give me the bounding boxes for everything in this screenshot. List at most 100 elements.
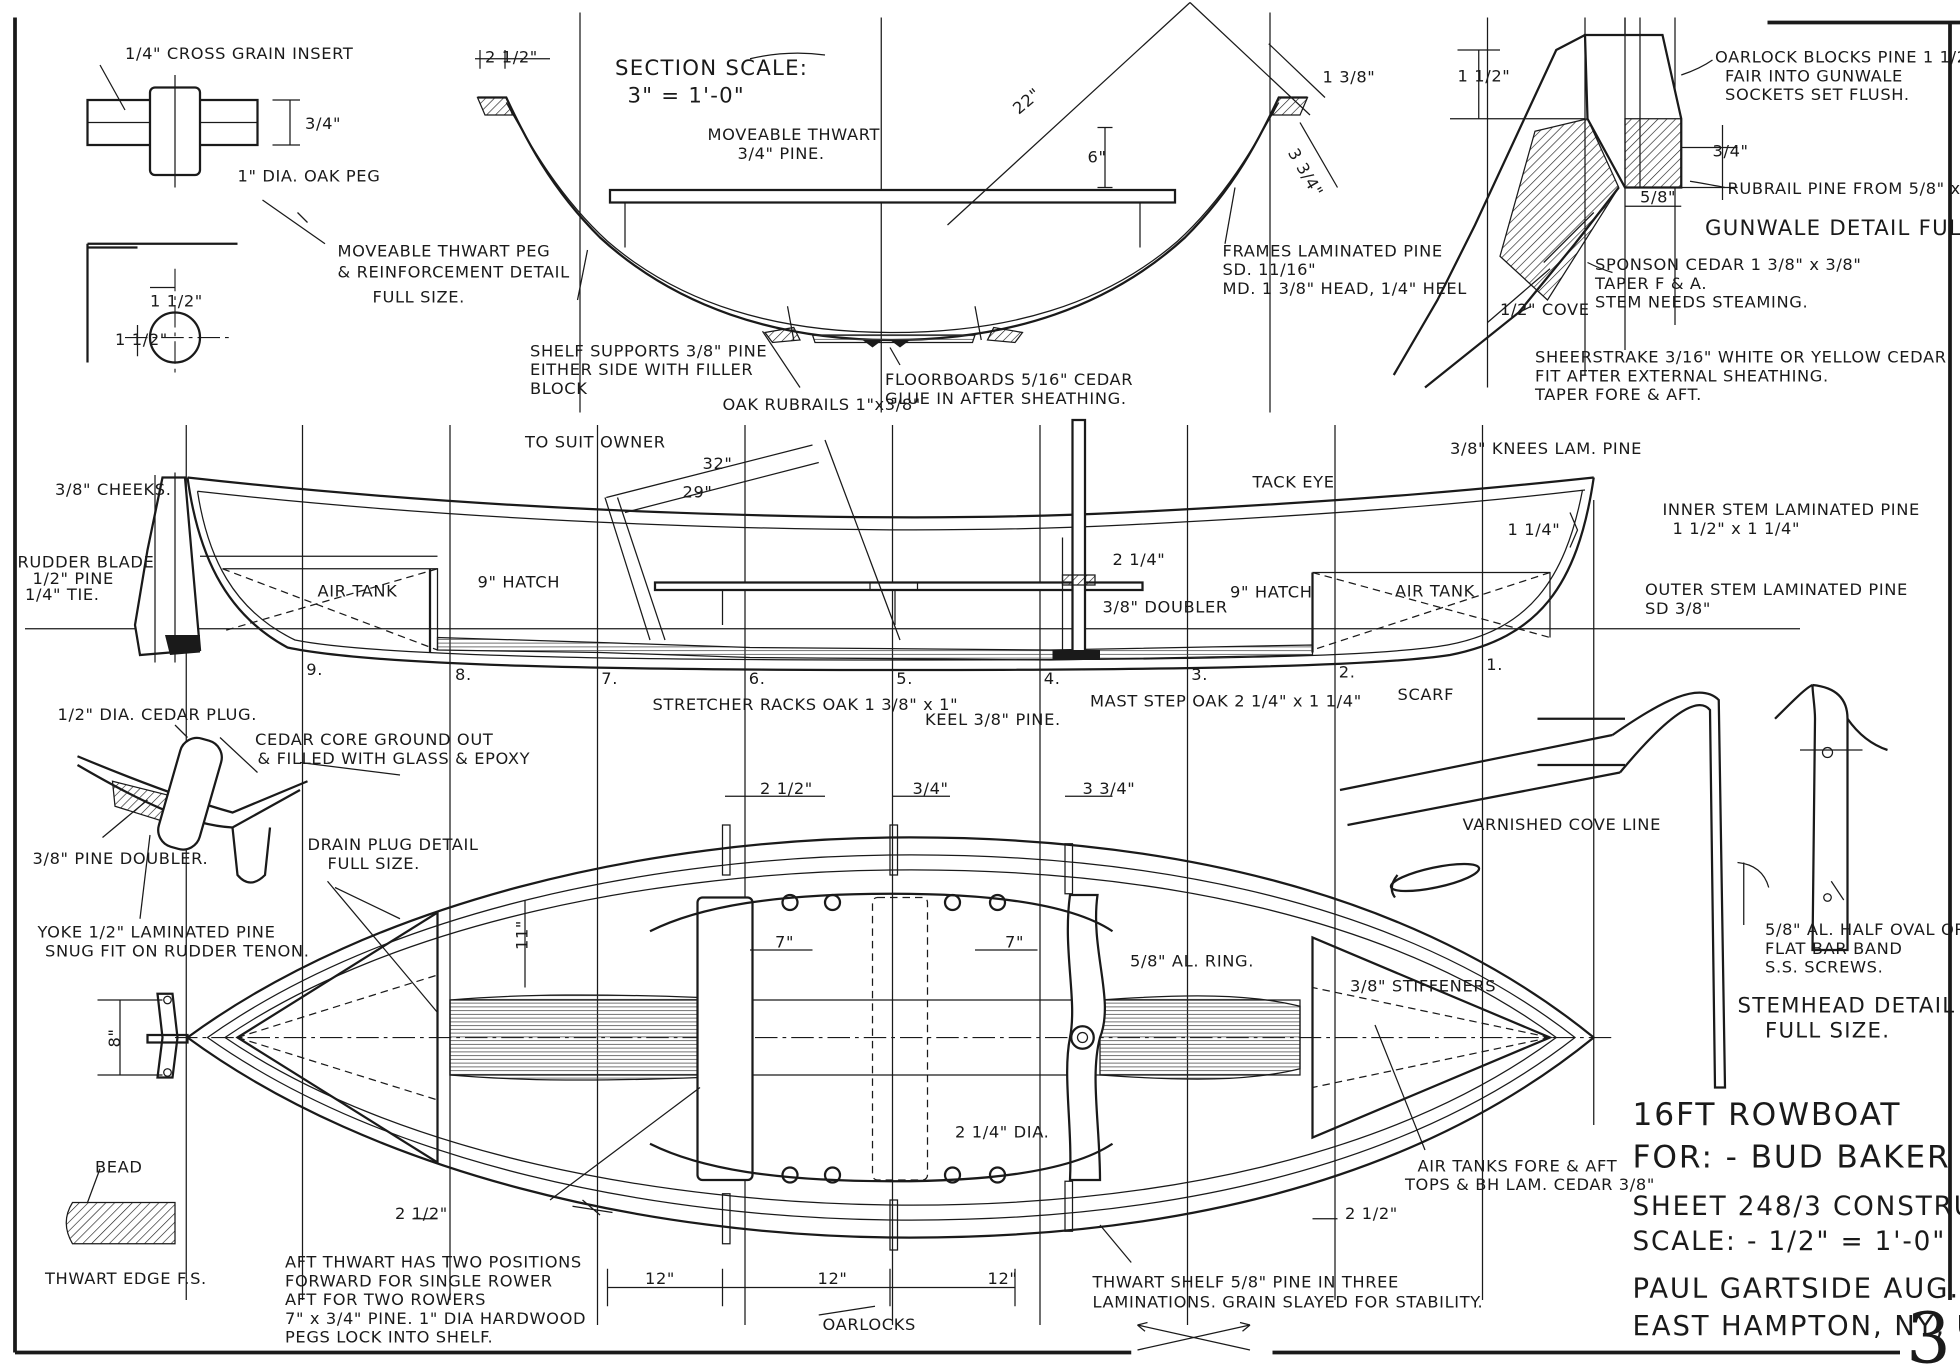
sheerstrake-label-1: SHEERSTRAKE 3/16" WHITE OR YELLOW CEDAR — [1535, 348, 1947, 367]
outer-stem-label-1: OUTER STEM LAMINATED PINE — [1645, 580, 1908, 599]
plan-dim-2-1-2-b: 2 1/2" — [395, 1204, 448, 1223]
band-label-1: 5/8" AL. HALF OVAL OR — [1765, 920, 1960, 939]
cross-grain-insert-label: 1/4" CROSS GRAIN INSERT — [125, 44, 353, 63]
drain-plug-title-2: FULL SIZE. — [328, 854, 420, 873]
designer-line: PAUL GARTSIDE AUG. 2020 — [1633, 1273, 1960, 1305]
moveable-thwart-label: MOVEABLE THWART — [708, 125, 881, 144]
station-7: 7. — [601, 669, 618, 688]
dim-32: 32" — [703, 454, 733, 473]
dim-2-1-4: 2 1/4" — [1113, 550, 1166, 569]
shelf-supports-label-2: EITHER SIDE WITH FILLER — [530, 360, 753, 379]
plan-dim-12-a: 12" — [645, 1269, 675, 1288]
hull-section-outer — [477, 96, 1308, 342]
floorboards-plan — [449, 994, 701, 1081]
air-tanks-label-1: AIR TANKS FORE & AFT — [1418, 1156, 1618, 1175]
outer-stem-label-2: SD 3/8" — [1645, 599, 1711, 618]
aft-thwart-label-5: PEGS LOCK INTO SHELF. — [285, 1328, 493, 1347]
frames-label-2: SD. 11/16" — [1223, 260, 1317, 279]
thwart-shelf-label-1: THWART SHELF 5/8" PINE IN THREE — [1092, 1273, 1399, 1292]
section-scale-value: 3" = 1'-0" — [628, 84, 745, 109]
peg-detail-title-2: & REINFORCEMENT DETAIL — [338, 263, 570, 282]
station-6: 6. — [749, 669, 766, 688]
plan-dim-11: 11" — [513, 920, 532, 950]
station-3: 3. — [1191, 665, 1208, 684]
shelf-supports-label-3: BLOCK — [530, 379, 588, 398]
sponson-label-3: STEM NEEDS STEAMING. — [1595, 293, 1808, 312]
section-dim-six: 6" — [1088, 148, 1107, 167]
stiffeners-label: 3/8" STIFFENERS — [1350, 976, 1496, 995]
thwart-edge-detail — [65, 1168, 176, 1245]
oarlock-blocks-label-2: FAIR INTO GUNWALE — [1725, 66, 1903, 85]
gunwale-detail — [1392, 17, 1738, 389]
to-suit-owner-label: TO SUIT OWNER — [524, 433, 666, 452]
cove-label: 1/2" COVE — [1500, 300, 1590, 319]
plan-dim-3-4: 3/4" — [913, 779, 949, 798]
sheet-number: 3 — [1906, 1298, 1951, 1370]
rudder-blade-label-1: RUDDER BLADE — [18, 553, 155, 572]
plan-dim-12-b: 12" — [818, 1269, 848, 1288]
scale-line: SCALE: - 1/2" = 1'-0" — [1633, 1227, 1947, 1257]
inner-stem-label-2: 1 1/2" x 1 1/4" — [1673, 519, 1801, 538]
thwart-edge-label: THWART EDGE F.S. — [44, 1269, 207, 1288]
gunwale-dim-a: 1 1/2" — [1458, 66, 1511, 85]
sponson-label-1: SPONSON CEDAR 1 3/8" x 3/8" — [1595, 255, 1861, 274]
hull-section-inner — [505, 102, 1280, 334]
band-label-3: S.S. SCREWS. — [1765, 958, 1883, 977]
aft-thwart-label-3: AFT FOR TWO ROWERS — [285, 1290, 486, 1309]
gunwale-dim-c: 5/8" — [1640, 188, 1676, 207]
dim-1-1-4: 1 1/4" — [1508, 520, 1561, 539]
sheet-border — [13, 17, 1960, 1355]
varnished-cove-label: VARNISHED COVE LINE — [1463, 815, 1661, 834]
gunwale-dim-b: 3/4" — [1713, 141, 1749, 160]
plan-view — [175, 795, 1613, 1316]
rudder-blade — [133, 476, 202, 657]
title-block: 16FT ROWBOAT FOR: - BUD BAKER SHEET 248/… — [1633, 1097, 1960, 1370]
tack-eye-label: TACK EYE — [1252, 473, 1335, 492]
aft-hatch-label: 9" HATCH — [478, 573, 561, 592]
plan-dim-12-c: 12" — [988, 1269, 1018, 1288]
rudder-yoke — [97, 992, 189, 1079]
fwd-thwart-plan — [1066, 893, 1107, 1182]
plan-dim-2-1-2-a: 2 1/2" — [760, 779, 813, 798]
section-dim-top-left: 2 1/2" — [485, 48, 538, 67]
forward-air-tank-label: AIR TANK — [1395, 581, 1475, 600]
stretcher-racks-label: STRETCHER RACKS OAK 1 3/8" x 1" — [653, 695, 959, 714]
peg-detail-title-3: FULL SIZE. — [373, 288, 465, 307]
ring-label: 5/8" AL. RING. — [1130, 951, 1254, 970]
sheer-line — [187, 476, 1594, 519]
sponson-label-2: TAPER F & A. — [1594, 274, 1707, 293]
section-dim-top-right: 1 3/8" — [1323, 68, 1376, 87]
drain-plug — [157, 736, 223, 851]
aft-thwart-plan — [696, 896, 754, 1182]
three-quarter-dim: 3/4" — [305, 114, 341, 133]
inner-stem-label-1: INNER STEM LAMINATED PINE — [1663, 500, 1920, 519]
thwart-peg-detail — [86, 64, 326, 375]
rudder-blade-label-3: 1/4" TIE. — [25, 585, 100, 604]
cedar-core-label-2: & FILLED WITH GLASS & EPOXY — [258, 749, 531, 768]
shelf-supports-label-1: SHELF SUPPORTS 3/8" PINE — [530, 341, 767, 360]
grain-direction-arrows — [1137, 1321, 1251, 1351]
forward-hatch-label: 9" HATCH — [1230, 583, 1313, 602]
peg-dim-a: 1 1/2" — [150, 291, 203, 310]
dim-29: 29" — [683, 483, 713, 502]
station-1: 1. — [1486, 655, 1503, 674]
oak-rubrails-label: OAK RUBRAILS 1"x3/8" — [723, 395, 921, 414]
knees-label: 3/8" KNEES LAM. PINE — [1450, 439, 1642, 458]
station-9: 9. — [306, 660, 323, 679]
cedar-core-label-1: CEDAR CORE GROUND OUT — [255, 730, 493, 749]
aft-thwart-label-4: 7" x 3/4" PINE. 1" DIA HARDWOOD — [285, 1309, 586, 1328]
drain-plug-title-1: DRAIN PLUG DETAIL — [308, 835, 479, 854]
band-label-2: FLAT BAR BAND — [1765, 939, 1903, 958]
midship-section — [475, 2, 1339, 388]
aft-thwart-label-2: FORWARD FOR SINGLE ROWER — [285, 1271, 553, 1290]
section-dim-diagonal-2: 3 3/4" — [1284, 145, 1327, 200]
sheet-line: SHEET 248/3 CONSTRUCTION — [1633, 1192, 1960, 1222]
drain-plug-detail — [76, 724, 401, 920]
yoke-label-2: SNUG FIT ON RUDDER TENON. — [45, 941, 310, 960]
boat-title: 16FT ROWBOAT — [1633, 1097, 1902, 1133]
stemhead-title-1: STEMHEAD DETAIL — [1738, 994, 1956, 1019]
stemhead-title-2: FULL SIZE. — [1765, 1019, 1890, 1044]
mast-ring — [1070, 1025, 1095, 1050]
peg-dim-b: 1 1/2" — [115, 330, 168, 349]
